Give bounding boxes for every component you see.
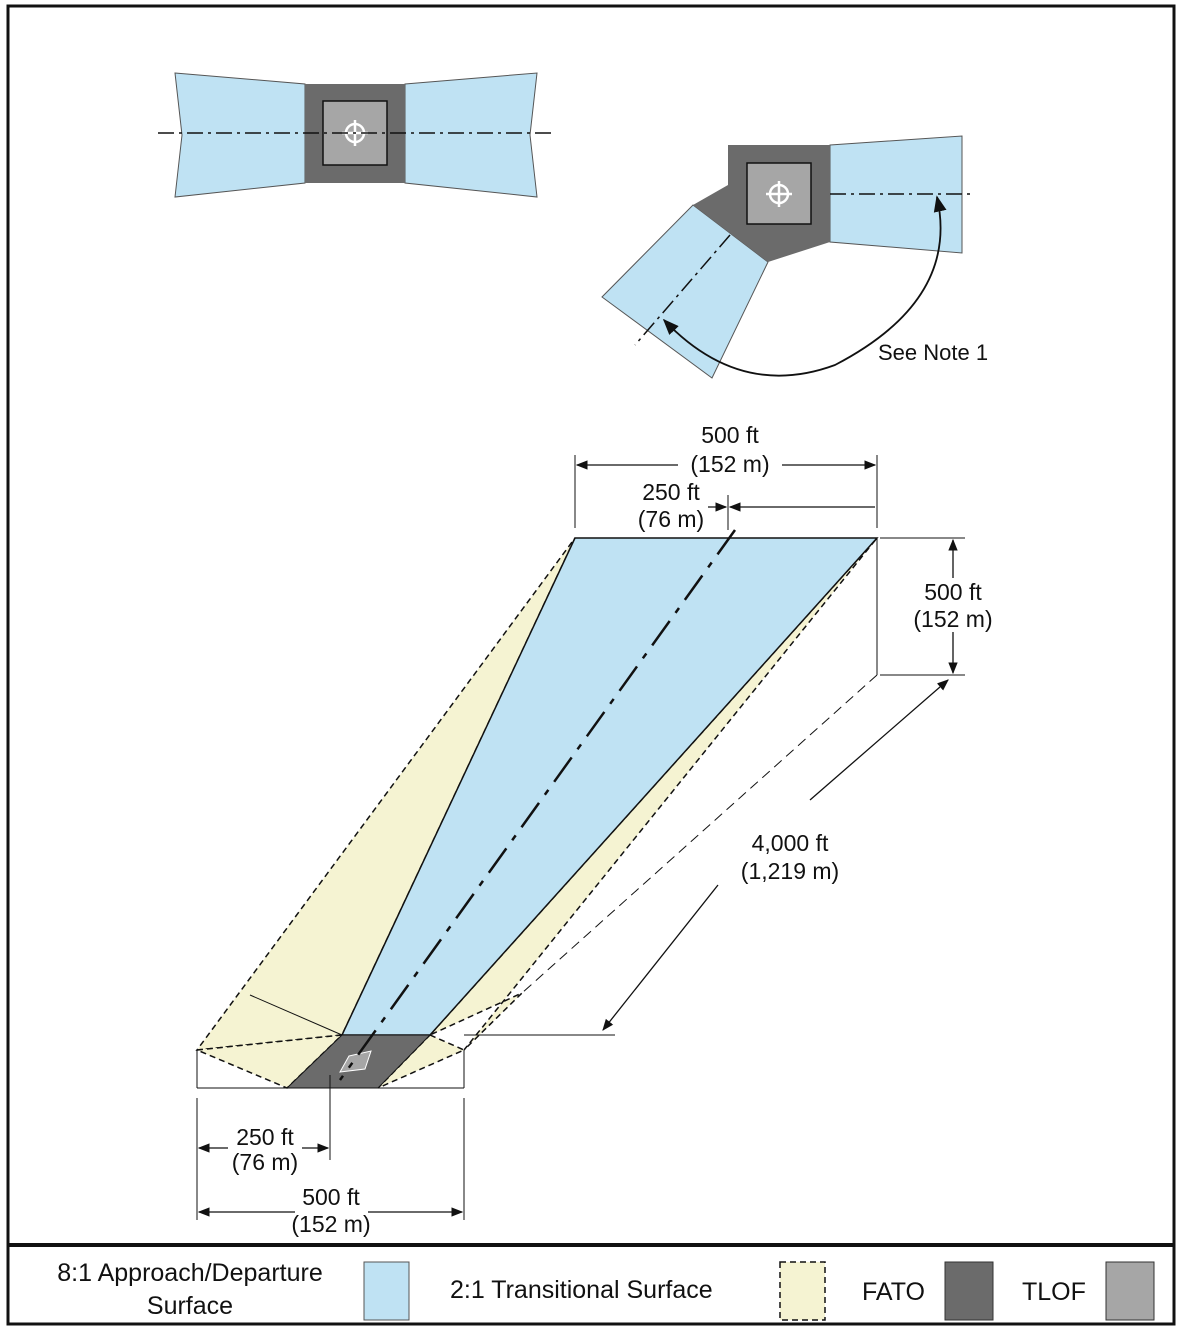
straight-left-approach [174,72,306,198]
top-half-ft: 250 ft [642,479,700,505]
main-centerline [338,529,737,1081]
legend-fato-swatch [944,1261,994,1321]
transitional-right-base [377,1034,466,1089]
main-tlof [339,1050,372,1073]
curved-layout: See Note 1 [601,135,988,379]
top-width-m: (152 m) [690,451,769,477]
legend: 8:1 Approach/Departure Surface 2:1 Trans… [57,1259,1155,1321]
dimension-labels: 500 ft (152 m) 250 ft (76 m) 500 ft (152… [232,422,993,1237]
length-ft: 4,000 ft [752,830,829,856]
dimension-lines [196,455,965,1220]
legend-tlof-label: TLOF [1022,1278,1086,1306]
legend-approach-swatch [363,1261,410,1321]
length-m: (1,219 m) [741,858,839,884]
top-width-ft: 500 ft [701,422,759,448]
legend-transitional-swatch [779,1261,826,1321]
curved-angle-arrow [662,195,947,377]
bottom-half-ft: 250 ft [236,1124,294,1150]
legend-fato-label: FATO [862,1278,925,1306]
bottom-width-m: (152 m) [291,1211,370,1237]
height-ft: 500 ft [924,579,982,605]
legend-tlof-swatch [1105,1261,1155,1321]
see-note-label: See Note 1 [878,340,988,365]
bottom-half-m: (76 m) [232,1149,298,1175]
top-half-m: (76 m) [638,506,704,532]
straight-layout [158,72,552,198]
legend-approach-line1: 8:1 Approach/Departure [57,1259,322,1287]
straight-right-approach [404,72,538,198]
legend-transitional-label: 2:1 Transitional Surface [450,1276,713,1304]
bottom-width-ft: 500 ft [302,1184,360,1210]
height-m: (152 m) [913,606,992,632]
outer-frame [6,4,1176,1326]
legend-approach-line2: Surface [147,1292,233,1320]
transitional-edge-left [249,994,343,1036]
main-surface [195,529,879,1089]
